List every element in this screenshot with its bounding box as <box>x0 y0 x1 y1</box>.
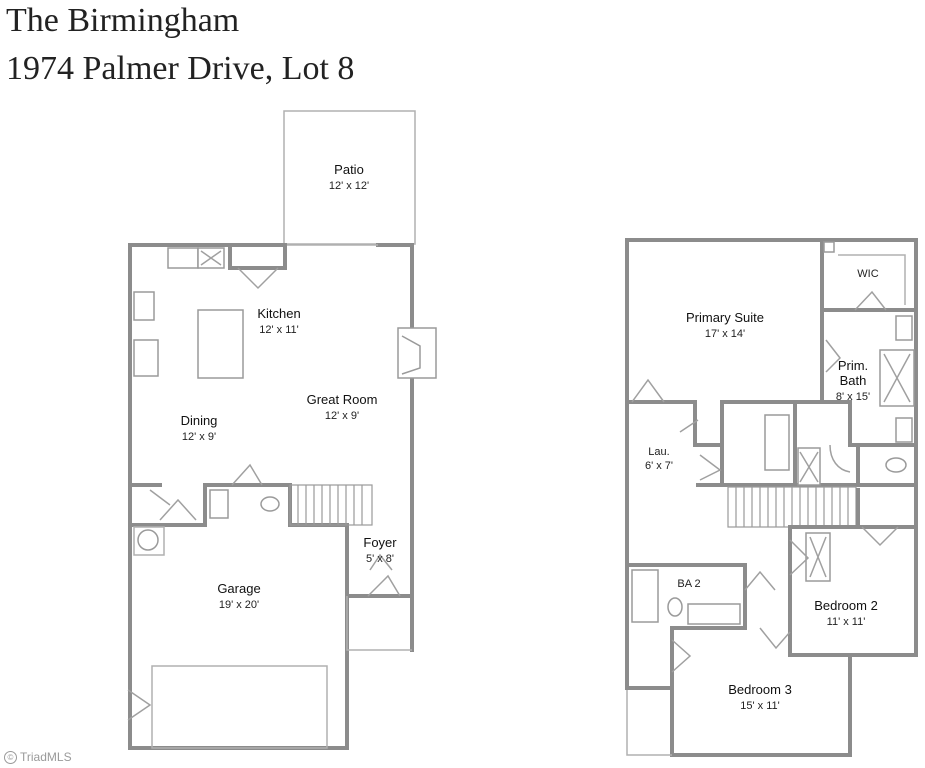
room-label-patio: Patio <box>334 162 364 177</box>
room-label-dining: Dining <box>181 413 218 428</box>
first-floor-stairs <box>289 484 373 526</box>
fireplace-icon <box>397 327 437 379</box>
room-label-kitchen: Kitchen <box>257 306 300 321</box>
second-floor-exterior-walls <box>625 238 918 757</box>
first-floor-exterior-walls <box>128 243 414 750</box>
room-dim-bedroom3: 15' x 11' <box>740 700 779 712</box>
room-dim-dining: 12' x 9' <box>182 431 216 443</box>
room-label-bedroom2: Bedroom 2 <box>814 598 878 613</box>
room-label-ba2: BA 2 <box>677 578 700 590</box>
room-label-great-room: Great Room <box>307 392 378 407</box>
garage-door <box>151 665 328 749</box>
room-dim-bedroom2: 11' x 11' <box>827 616 866 628</box>
water-heater-icon <box>137 529 159 551</box>
copyright-icon: © <box>4 750 17 764</box>
second-floor-stairs <box>727 486 857 528</box>
room-dim-foyer: 5' x 8' <box>366 553 394 565</box>
plan-title: The Birmingham <box>6 2 240 39</box>
first-floor-plan <box>127 110 437 750</box>
room-dim-great-room: 12' x 9' <box>325 410 359 422</box>
room-label-wic: WIC <box>857 268 878 280</box>
room-dim-garage: 19' x 20' <box>219 599 259 611</box>
room-label-garage: Garage <box>217 581 260 596</box>
room-label-prim-bath-2: Bath <box>840 373 867 388</box>
room-dim-prim-bath: 8' x 15' <box>836 391 870 403</box>
plan-address: 1974 Palmer Drive, Lot 8 <box>6 50 355 87</box>
watermark: © TriadMLS <box>4 750 72 764</box>
room-dim-laundry: 6' x 7' <box>645 460 673 472</box>
room-label-prim-bath-1: Prim. <box>838 358 868 373</box>
room-label-bedroom3: Bedroom 3 <box>728 682 792 697</box>
watermark-text: TriadMLS <box>20 750 72 764</box>
kitchen-island <box>197 309 244 379</box>
patio-outline <box>283 110 416 245</box>
room-dim-kitchen: 12' x 11' <box>259 324 298 336</box>
room-label-laundry: Lau. <box>648 446 669 458</box>
room-dim-patio: 12' x 12' <box>329 180 369 192</box>
room-label-foyer: Foyer <box>363 535 397 550</box>
room-dim-primary-suite: 17' x 14' <box>705 328 745 340</box>
room-label-primary-suite: Primary Suite <box>686 310 764 325</box>
second-floor-plan <box>625 238 918 757</box>
